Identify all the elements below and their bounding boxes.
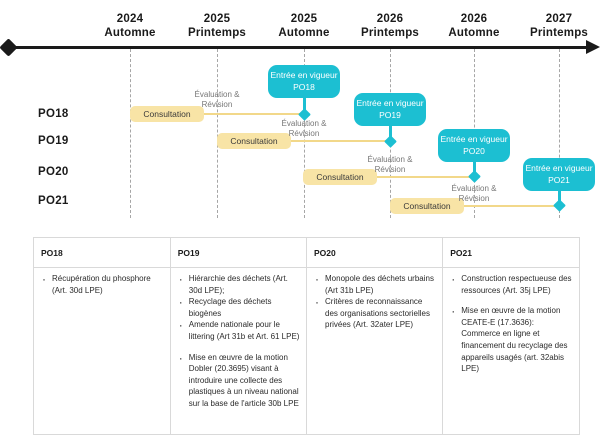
table-cell-po18: Récupération du phosphore (Art. 30d LPE) xyxy=(34,267,171,434)
axis-tick-0: 2024 Automne xyxy=(104,12,155,41)
table-cell-po21: Construction respectueuse des ressources… xyxy=(443,268,579,435)
table-row: Récupération du phosphore (Art. 30d LPE)… xyxy=(34,267,579,435)
evaluation-label-po21-line2: Révision xyxy=(458,194,490,204)
table-header-po21: PO21 xyxy=(442,238,579,268)
consultation-pill-po19: Consultation xyxy=(217,133,291,149)
axis-tick-4-season: Automne xyxy=(448,27,500,40)
axis-tick-1-year: 2025 xyxy=(203,13,231,25)
bullet-list-po21: Construction respectueuse des ressources… xyxy=(447,272,573,375)
axis-tick-1-season: Printemps xyxy=(187,27,247,40)
consultation-pill-po21: Consultation xyxy=(390,198,464,214)
list-item: Recyclage des déchets biogènes xyxy=(179,295,300,319)
milestone-box-po18-line2: PO18 xyxy=(293,81,315,92)
bullet-list-po18: Récupération du phosphore (Art. 30d LPE) xyxy=(38,272,164,296)
milestone-box-po18-line1: Entrée en vigueur xyxy=(270,70,338,81)
axis-arrow-icon xyxy=(586,40,600,54)
list-item: Critères de reconnaissance des organisat… xyxy=(315,295,436,331)
table-header-po18: PO18 xyxy=(34,238,171,268)
bullet-list-po19: Hiérarchie des déchets (Art. 30d LPE); R… xyxy=(175,272,300,410)
milestone-box-po20-line1: Entrée en vigueur xyxy=(440,134,508,145)
axis-tick-2-year: 2025 xyxy=(290,13,318,25)
consultation-pill-po20-label: Consultation xyxy=(316,172,364,182)
table-header-po19: PO19 xyxy=(170,238,308,268)
axis-tick-5-season: Printemps xyxy=(529,27,589,40)
list-item: Mise en œuvre de la motion Dobler (20.36… xyxy=(179,351,300,410)
list-item: Hiérarchie des déchets (Art. 30d LPE); xyxy=(179,272,300,296)
timeline-axis xyxy=(10,46,592,49)
detail-table: PO18 PO19 PO20 PO21 Récupération du phos… xyxy=(33,237,580,435)
milestone-box-po21-line2: PO21 xyxy=(548,174,570,185)
list-item: Mise en œuvre de la motion CEATE-E (17.3… xyxy=(451,304,573,375)
axis-tick-2-season: Automne xyxy=(278,27,330,40)
axis-tick-3: 2026 Printemps xyxy=(361,12,419,41)
gridline-2 xyxy=(304,49,305,218)
milestone-marker-po21 xyxy=(553,199,566,212)
gridline-5 xyxy=(559,49,560,218)
row-label-po19: PO19 xyxy=(38,135,69,147)
table-header-po20: PO20 xyxy=(306,238,444,268)
consultation-pill-po21-label: Consultation xyxy=(403,201,451,211)
timeline-diagram: 2024 Automne 2025 Printemps 2025 Automne… xyxy=(0,12,600,218)
evaluation-label-po19-line2: Révision xyxy=(288,129,320,139)
connector-line-po18 xyxy=(130,113,305,115)
milestone-box-po19-line2: PO19 xyxy=(379,109,401,120)
row-label-po20: PO20 xyxy=(38,166,69,178)
milestone-drop-po21 xyxy=(558,189,561,207)
milestone-box-po20-line2: PO20 xyxy=(463,145,485,156)
evaluation-label-po20-line1: Évaluation & xyxy=(367,155,413,164)
table-cell-po19: Hiérarchie des déchets (Art. 30d LPE); R… xyxy=(170,267,308,434)
milestone-box-po19: Entrée en vigueur PO19 xyxy=(354,93,426,126)
milestone-box-po21-line1: Entrée en vigueur xyxy=(525,163,593,174)
evaluation-label-po20-line2: Révision xyxy=(374,165,406,175)
connector-line-po21 xyxy=(390,205,561,207)
row-label-po21: PO21 xyxy=(38,195,69,207)
connector-line-po19 xyxy=(217,140,392,142)
evaluation-label-po18: Évaluation & Révision xyxy=(195,90,240,111)
milestone-drop-po18 xyxy=(303,96,306,114)
bullet-list-po20: Monopole des déchets urbains (Art 31b LP… xyxy=(311,272,436,331)
axis-tick-4: 2026 Automne xyxy=(448,12,499,41)
axis-tick-0-year: 2024 xyxy=(116,13,144,25)
consultation-pill-po20: Consultation xyxy=(303,169,377,185)
evaluation-label-po21-line1: Évaluation & xyxy=(451,184,497,193)
evaluation-label-po19: Évaluation & Révision xyxy=(282,119,327,140)
milestone-drop-po20 xyxy=(473,160,476,178)
connector-line-po20 xyxy=(303,176,476,178)
axis-tick-4-year: 2026 xyxy=(460,13,488,25)
consultation-pill-po19-label: Consultation xyxy=(230,136,278,146)
milestone-box-po18: Entrée en vigueur PO18 xyxy=(268,65,340,98)
list-item: Construction respectueuse des ressources… xyxy=(451,272,573,296)
axis-tick-5: 2027 Printemps xyxy=(530,12,588,41)
evaluation-label-po18-line1: Évaluation & xyxy=(194,90,240,99)
axis-tick-2: 2025 Automne xyxy=(278,12,329,41)
list-item: Monopole des déchets urbains (Art 31b LP… xyxy=(315,272,436,296)
consultation-pill-po18-label: Consultation xyxy=(143,109,191,119)
evaluation-label-po21: Évaluation & Révision xyxy=(452,184,497,205)
evaluation-label-po18-line2: Révision xyxy=(201,100,233,110)
milestone-box-po21: Entrée en vigueur PO21 xyxy=(523,158,595,191)
milestone-marker-po19 xyxy=(384,135,397,148)
table-header-row: PO18 PO19 PO20 PO21 xyxy=(34,238,579,268)
axis-tick-3-season: Printemps xyxy=(360,27,420,40)
milestone-box-po20: Entrée en vigueur PO20 xyxy=(438,129,510,162)
axis-tick-3-year: 2026 xyxy=(376,13,404,25)
milestone-box-po19-line1: Entrée en vigueur xyxy=(356,98,424,109)
axis-tick-5-year: 2027 xyxy=(545,13,573,25)
row-label-po18: PO18 xyxy=(38,108,69,120)
evaluation-label-po19-line1: Évaluation & xyxy=(281,119,327,128)
table-cell-po20: Monopole des déchets urbains (Art 31b LP… xyxy=(306,267,444,434)
milestone-drop-po19 xyxy=(389,124,392,142)
list-item: Récupération du phosphore (Art. 30d LPE) xyxy=(42,272,164,296)
list-item: Amende nationale pour le littering (Art … xyxy=(179,318,300,342)
evaluation-label-po20: Évaluation & Révision xyxy=(368,155,413,176)
axis-tick-0-season: Automne xyxy=(104,27,156,40)
milestone-marker-po20 xyxy=(468,170,481,183)
gridline-0 xyxy=(130,49,131,218)
consultation-pill-po18: Consultation xyxy=(130,106,204,122)
axis-tick-1: 2025 Printemps xyxy=(188,12,246,41)
